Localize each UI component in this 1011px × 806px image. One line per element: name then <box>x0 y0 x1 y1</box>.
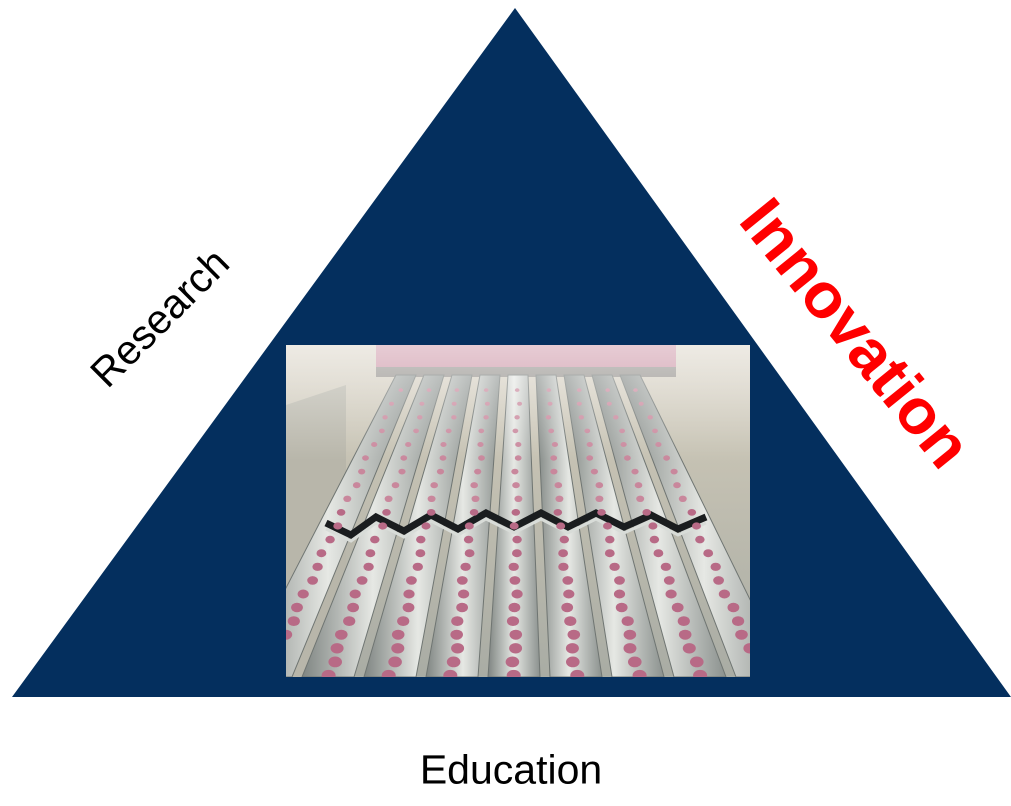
education-label: Education <box>419 746 603 793</box>
center-photo <box>286 345 750 677</box>
tablet-production-line-image <box>286 345 750 677</box>
